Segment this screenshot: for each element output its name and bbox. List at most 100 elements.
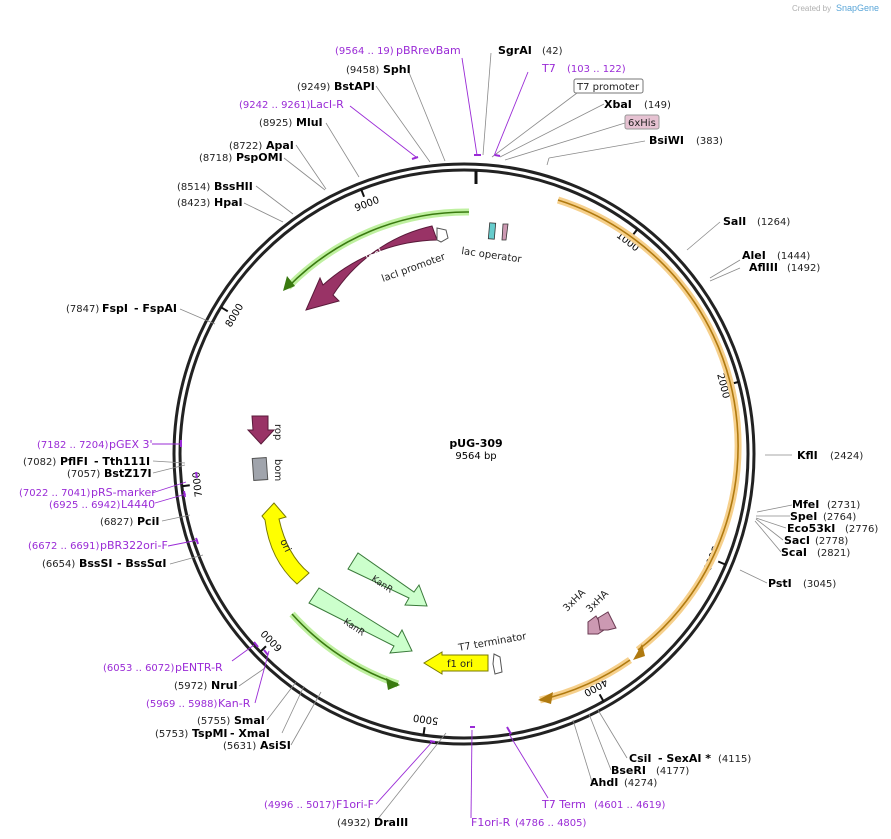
site-csii: CsiI: [629, 752, 651, 765]
site-pos-spei: (2764): [823, 512, 856, 523]
primer-range-pgex3: (7182 .. 7204): [37, 440, 109, 451]
primer-leader-lines: [151, 57, 549, 819]
site-pos-bstz17i: (7057): [67, 469, 100, 480]
site-mlui: MluI: [296, 116, 323, 129]
primer-range-kan-r: (5969 .. 5988): [146, 699, 218, 710]
site-pos-saci: (2778): [815, 536, 848, 547]
site-eco53ki: Eco53kI: [787, 522, 835, 535]
site-pos-hpai: (8423): [177, 198, 210, 209]
site-tspmi: TspMI: [192, 727, 228, 740]
site-bsssai: - BssSαI: [117, 557, 166, 570]
site-smai: SmaI: [234, 714, 265, 727]
site-pflfi: PflFI: [60, 455, 88, 468]
site-draiii: DraIII: [374, 816, 408, 829]
orange-arc-glow: [556, 196, 742, 653]
site-pos-sgrai: (42): [542, 46, 563, 57]
backbone-outer: [172, 162, 756, 746]
primer-name-t7: T7: [541, 62, 556, 75]
site-pos-draiii: (4932): [337, 818, 370, 829]
t7-terminator-feature: [492, 653, 503, 675]
site-apai: ApaI: [266, 139, 294, 152]
site-pspomi: PspOMI: [236, 151, 283, 164]
site-pos-tspmi: (5753): [155, 729, 188, 740]
site-pos-pspomi: (8718): [199, 153, 232, 164]
bom-feature: [251, 457, 269, 481]
primer-range-t7: (103 .. 122): [567, 64, 626, 75]
site-pos-pcii: (6827): [100, 517, 133, 528]
primer-range-pbrrevbam: (9564 .. 19): [335, 46, 394, 57]
site-bstapi: BstAPI: [334, 80, 375, 93]
site-pos-sphi: (9458): [346, 65, 379, 76]
primer-range-l4440: (6925 .. 6942): [49, 500, 121, 511]
site-xbai: XbaI: [604, 98, 632, 111]
site-spei: SpeI: [790, 510, 817, 523]
primer-range-prs-marker: (7022 .. 7041): [19, 488, 91, 499]
site-pos-afliii: (1492): [787, 263, 820, 274]
primer-name-f1ori-f: F1ori-F: [336, 798, 374, 811]
primer-name-t7-term: T7 Term: [541, 798, 586, 811]
orange-arc: [557, 199, 739, 651]
kanr-feature-2: [308, 587, 413, 654]
6xhis-label: 6xHis: [628, 118, 656, 129]
ruler-tick: [220, 306, 229, 313]
t7-promoter-feature: [501, 223, 509, 241]
primer-name-kan-r: Kan-R: [218, 697, 251, 710]
site-bstz17i: BstZ17I: [104, 467, 152, 480]
orange-arc-arrowhead: [633, 644, 645, 660]
site-sgrai: SgrAI: [498, 44, 532, 57]
site-pos-bsssi: (6654): [42, 559, 75, 570]
site-pos-bseri: (4177): [656, 766, 689, 777]
kanr-feature-1: [347, 552, 428, 607]
plasmid-length: 9564 bp: [455, 451, 496, 462]
site-pos-psti: (3045): [803, 579, 836, 590]
ruler-tick: [360, 188, 365, 198]
rop-feature: [246, 415, 276, 445]
plasmid-name: pUG-309: [449, 437, 502, 450]
3xha-label-2: 3xHA: [584, 588, 611, 615]
site-pos-ahdi: (4274): [624, 778, 657, 789]
site-afliii: AflIII: [749, 261, 778, 274]
site-sali: SalI: [723, 215, 746, 228]
site-bsiwi: BsiWI: [649, 134, 684, 147]
laci-promoter-feature: [436, 227, 449, 243]
primer-name-pentr-r: pENTR-R: [175, 661, 223, 674]
site-pos-nrui: (5972): [174, 681, 207, 692]
primer-range-pentr-r: (6053 .. 6072): [103, 663, 175, 674]
site-pos-kfli: (2424): [830, 451, 863, 462]
ruler-tick: [181, 484, 190, 488]
ruler-label: 7000: [191, 471, 205, 498]
primer-name-f1ori-r: F1ori-R: [471, 816, 511, 829]
site-fspi: FspI: [102, 302, 128, 315]
site-xmai: - XmaI: [230, 727, 270, 740]
site-mfei: MfeI: [792, 498, 819, 511]
site-pos-sali: (1264): [757, 217, 790, 228]
primer-range-laci-r: (9242 .. 9261): [239, 100, 311, 111]
site-saci: SacI: [784, 534, 810, 547]
credit-brand: SnapGene: [836, 3, 879, 13]
site-hpai: HpaI: [214, 196, 243, 209]
lac-operator-label: lac operator: [461, 246, 523, 265]
site-pos-scai: (2821): [817, 548, 850, 559]
site-sexai: - SexAI *: [658, 752, 711, 765]
site-alei: AleI: [742, 249, 766, 262]
laci-promoter-label: lacI promoter: [380, 251, 447, 285]
site-asisi: AsiSI: [260, 739, 291, 752]
ruler-tick: [717, 560, 726, 566]
backbone-inner: [178, 168, 750, 740]
primer-name-pgex3: pGEX 3': [109, 438, 153, 451]
f1-ori-feature: [423, 651, 489, 675]
site-pos-mfei: (2731): [827, 500, 860, 511]
primer-range-t7-term: (4601 .. 4619): [594, 800, 666, 811]
rop-label: rop: [272, 424, 283, 440]
site-pos-smai: (5755): [197, 716, 230, 727]
site-bsshii: BssHII: [214, 180, 253, 193]
site-sphi: SphI: [383, 63, 411, 76]
site-pos-bsshii: (8514): [177, 182, 210, 193]
3xha-label-1: 3xHA: [561, 587, 588, 614]
site-psti: PstI: [768, 577, 792, 590]
leader-lines: [152, 52, 793, 821]
t7-promoter-box: [573, 78, 644, 94]
primer-name-pbrrevbam: pBRrevBam: [396, 44, 461, 57]
primer-range-f1ori-r: (4786 .. 4805): [515, 818, 587, 829]
